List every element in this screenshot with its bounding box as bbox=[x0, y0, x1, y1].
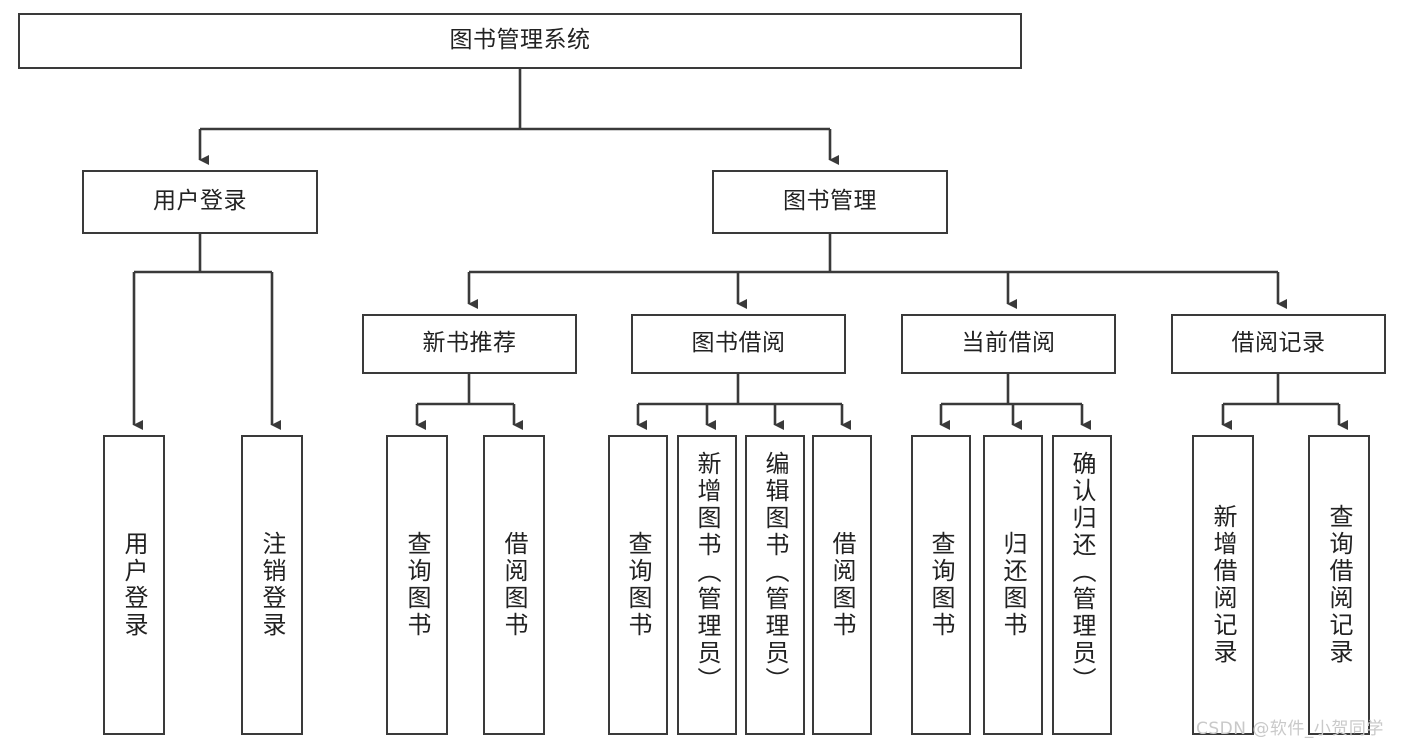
node-root-label: 图书管理系统 bbox=[449, 27, 591, 54]
node-user-login[interactable]: 用户登录 bbox=[82, 170, 318, 234]
leaf-user-login-label: 用户登录 bbox=[120, 531, 148, 639]
csdn-watermark: CSDN @软件_小贺同学 bbox=[1196, 719, 1384, 739]
node-book-borrow-label: 图书借阅 bbox=[691, 330, 786, 357]
node-current-borrow-label: 当前借阅 bbox=[961, 330, 1056, 357]
leaf-query-book-recommend[interactable]: 查询图书 bbox=[386, 435, 448, 735]
leaf-query-book-current-label: 查询图书 bbox=[927, 531, 955, 639]
leaf-borrow-book[interactable]: 借阅图书 bbox=[812, 435, 872, 735]
node-book-management-label: 图书管理 bbox=[783, 188, 877, 215]
node-user-login-label: 用户登录 bbox=[153, 188, 247, 215]
leaf-user-logout-label: 注销登录 bbox=[258, 531, 286, 639]
leaf-query-borrow-record-label: 查询借阅记录 bbox=[1325, 504, 1353, 666]
node-borrow-records-label: 借阅记录 bbox=[1231, 330, 1326, 357]
leaf-query-book-borrow-label: 查询图书 bbox=[624, 531, 652, 639]
node-book-borrow[interactable]: 图书借阅 bbox=[631, 314, 846, 374]
node-new-book-recommend[interactable]: 新书推荐 bbox=[362, 314, 577, 374]
node-new-book-recommend-label: 新书推荐 bbox=[422, 330, 517, 357]
leaf-add-borrow-record[interactable]: 新增借阅记录 bbox=[1192, 435, 1254, 735]
node-book-management[interactable]: 图书管理 bbox=[712, 170, 948, 234]
leaf-borrow-book-label: 借阅图书 bbox=[828, 531, 856, 639]
leaf-query-book-current[interactable]: 查询图书 bbox=[911, 435, 971, 735]
leaf-add-book-admin-label: 新增图书（管理员） bbox=[693, 451, 721, 694]
leaf-user-logout[interactable]: 注销登录 bbox=[241, 435, 303, 735]
leaf-add-book-admin[interactable]: 新增图书（管理员） bbox=[677, 435, 737, 735]
leaf-add-borrow-record-label: 新增借阅记录 bbox=[1209, 504, 1237, 666]
leaf-user-login[interactable]: 用户登录 bbox=[103, 435, 165, 735]
node-borrow-records[interactable]: 借阅记录 bbox=[1171, 314, 1386, 374]
leaf-return-book[interactable]: 归还图书 bbox=[983, 435, 1043, 735]
leaf-borrow-book-recommend[interactable]: 借阅图书 bbox=[483, 435, 545, 735]
leaf-edit-book-admin[interactable]: 编辑图书（管理员） bbox=[745, 435, 805, 735]
leaf-confirm-return-admin-label: 确认归还（管理员） bbox=[1068, 451, 1096, 694]
leaf-query-borrow-record[interactable]: 查询借阅记录 bbox=[1308, 435, 1370, 735]
node-current-borrow[interactable]: 当前借阅 bbox=[901, 314, 1116, 374]
node-root[interactable]: 图书管理系统 bbox=[18, 13, 1022, 69]
leaf-edit-book-admin-label: 编辑图书（管理员） bbox=[761, 451, 789, 694]
leaf-query-book-borrow[interactable]: 查询图书 bbox=[608, 435, 668, 735]
leaf-confirm-return-admin[interactable]: 确认归还（管理员） bbox=[1052, 435, 1112, 735]
leaf-borrow-book-recommend-label: 借阅图书 bbox=[500, 531, 528, 639]
leaf-query-book-recommend-label: 查询图书 bbox=[403, 531, 431, 639]
leaf-return-book-label: 归还图书 bbox=[999, 531, 1027, 639]
